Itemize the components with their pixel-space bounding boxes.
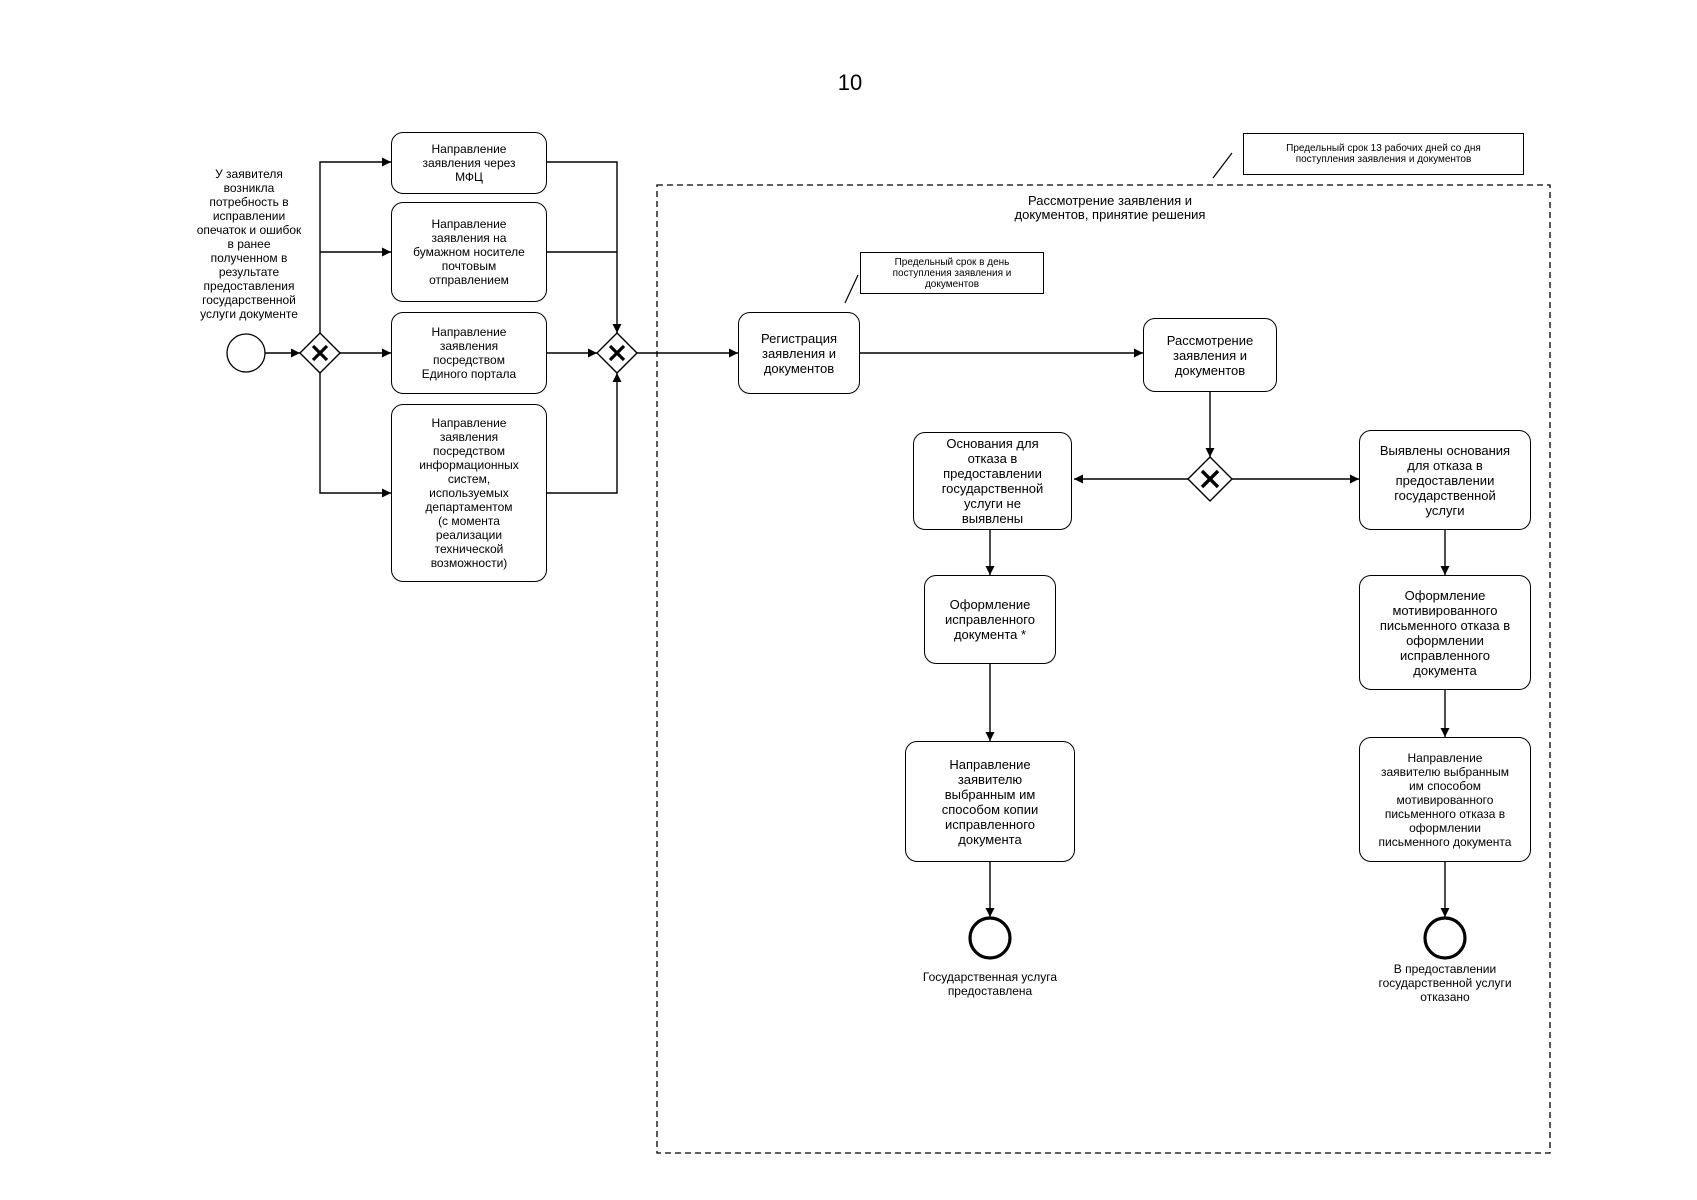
split-gateway-x-icon-b	[311, 344, 329, 362]
decision-gateway-x-icon-b	[1200, 469, 1220, 489]
task-submit-via-mfc: Направление заявления через МФЦ	[391, 132, 547, 194]
pool-note-leader	[1212, 152, 1233, 179]
end-event-provided-label: Государственная услуга предоставлена	[922, 970, 1058, 998]
end-event-refused	[1423, 916, 1467, 960]
start-event	[226, 333, 266, 373]
task-issue-corrected-document: Оформление исправленного документа *	[924, 575, 1056, 664]
end-event-refused-label: В предоставлении государственной услуги …	[1378, 962, 1512, 1004]
merge-gateway-x-icon-b	[608, 344, 626, 362]
task-send-corrected-copy: Направление заявителю выбранным им спосо…	[905, 741, 1075, 862]
page-number: 10	[837, 70, 863, 95]
registration-deadline-note: Предельный срок в день поступления заявл…	[860, 252, 1044, 294]
pool-deadline-note: Предельный срок 13 рабочих дней со дня п…	[1243, 133, 1524, 175]
task-no-grounds: Основания для отказа в предоставлении го…	[913, 432, 1072, 530]
registration-note-leader	[844, 274, 859, 304]
task-grounds-found: Выявлены основания для отказа в предоста…	[1359, 430, 1531, 530]
flow-mfc-to-merge	[547, 161, 622, 333]
task-issue-refusal: Оформление мотивированного письменного о…	[1359, 575, 1531, 690]
pool-title: Рассмотрение заявления и документов, при…	[1014, 193, 1206, 222]
task-submit-via-info-systems: Направление заявления посредством информ…	[391, 404, 547, 582]
task-send-refusal: Направление заявителю выбранным им спосо…	[1359, 737, 1531, 862]
flow-split-to-mfc	[319, 157, 391, 333]
flow-infosys-to-merge	[547, 373, 622, 494]
task-submit-by-mail: Направление заявления на бумажном носите…	[391, 202, 547, 302]
start-event-label: У заявителя возникла потребность в испра…	[196, 167, 302, 321]
flow-split-to-infosys	[319, 373, 391, 498]
task-registration: Регистрация заявления и документов	[738, 312, 860, 394]
task-submit-via-portal: Направление заявления посредством Единог…	[391, 312, 547, 394]
end-event-provided	[968, 916, 1012, 960]
task-review: Рассмотрение заявления и документов	[1143, 318, 1277, 392]
